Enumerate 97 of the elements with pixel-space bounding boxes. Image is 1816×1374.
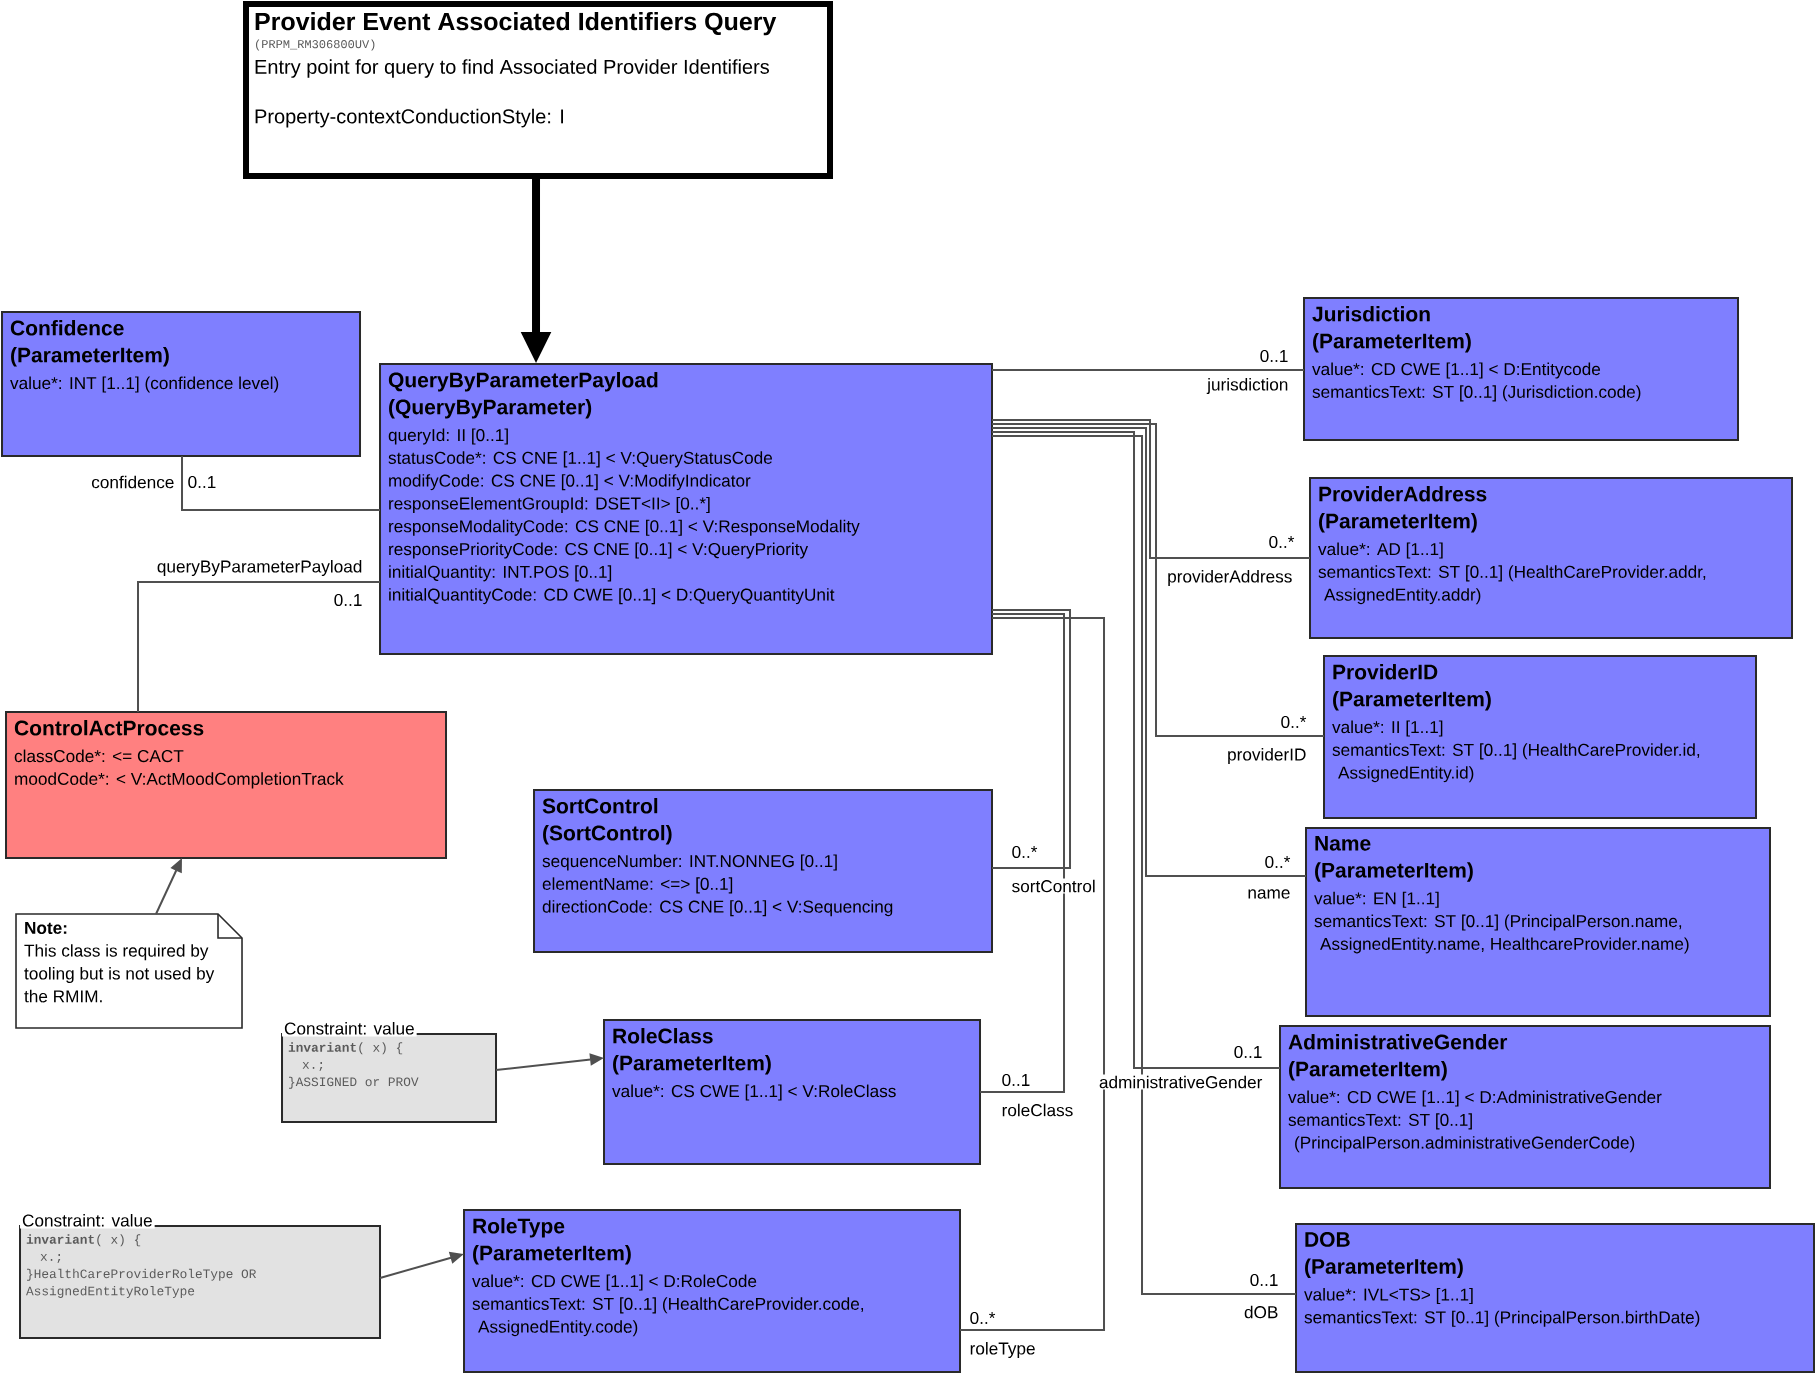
- edge-label: jurisdiction: [1205, 376, 1290, 396]
- title-text: Provider Event Associated Identifiers Query: [255, 12, 777, 36]
- attribute-text: semanticsText: ST [0..1] (HealthCareProvider.addr, AssignedEntity.addr): [1318, 565, 1706, 605]
- class-box: [1305, 827, 1771, 1017]
- association-line: [991, 431, 1281, 1069]
- association-line: [959, 617, 1105, 1331]
- constraint-box: [19, 1212, 381, 1339]
- association-line: [137, 581, 381, 713]
- edge-label: name: [1246, 888, 1292, 900]
- attribute-text: value*: CD CWE [1..1] < D:AdministrativeGender: [1288, 1090, 1662, 1107]
- class-name: Confidence (ParameterItem): [10, 320, 169, 367]
- association-line: [181, 455, 381, 511]
- attribute-text: value*: INT [1..1] (confidence level): [10, 376, 279, 393]
- attribute-text: semanticsText: ST [0..1] (Jurisdiction.code): [1312, 385, 1641, 402]
- class-box: [533, 789, 993, 953]
- attribute-text: responsePriorityCode: CS CNE [0..1] < V:QueryPriority: [389, 542, 809, 559]
- class-name: ProviderID (ParameterItem): [1333, 664, 1491, 711]
- class-name: DOB (ParameterItem): [1305, 1232, 1463, 1278]
- constraint-title: Constraint: value: [284, 1022, 414, 1035]
- attribute-text: value*: IVL<TS> [1..1]: [1304, 1288, 1473, 1305]
- multiplicity-label: 0..*: [1265, 855, 1291, 869]
- association-line: [979, 613, 1065, 1093]
- class-box: [5, 711, 447, 859]
- class-name: ControlActProcess: [14, 720, 204, 736]
- class-box: [379, 363, 993, 655]
- edge-label: sortControl: [1010, 878, 1097, 894]
- multiplicity-label: 0..*: [970, 1311, 996, 1325]
- note-text: Note:: [25, 922, 67, 934]
- multiplicity-label: 0..1: [188, 475, 216, 489]
- attribute-text: directionCode: CS CNE [0..1] < V:Sequencing: [542, 900, 893, 917]
- attribute-text: sequenceNumber: INT.NONNEG [0..1]: [542, 854, 837, 871]
- attribute-text: semanticsText: ST [0..1] (PrincipalPerson.administrativeGenderCode): [1288, 1113, 1635, 1153]
- class-name: SortControl (SortControl): [542, 798, 672, 845]
- class-name: Name (ParameterItem): [1315, 836, 1473, 882]
- association-line: [991, 423, 1325, 737]
- multiplicity-label: 0..*: [1269, 535, 1295, 549]
- attribute-text: value*: CS CWE [1..1] < V:RoleClass: [612, 1084, 896, 1101]
- association-line: [991, 609, 1071, 869]
- attribute-text: semanticsText: ST [0..1] (PrincipalPerson.birthDate): [1304, 1310, 1700, 1327]
- attribute-text: value*: AD [1..1]: [1318, 542, 1443, 559]
- attribute-text: statusCode*: CS CNE [1..1] < V:QueryStatusCode: [388, 451, 772, 468]
- multiplicity-label: 0..*: [1281, 715, 1307, 729]
- attribute-text: value*: CD CWE [1..1] < D:Entitycode: [1312, 362, 1601, 379]
- attribute-text: responseElementGroupId: DSET<II> [0..*]: [389, 496, 710, 513]
- attribute-text: semanticsText: ST [0..1] (HealthCareProvider.code, AssignedEntity.code): [472, 1297, 864, 1337]
- multiplicity-label: 0..*: [1012, 845, 1038, 859]
- class-box: [603, 1019, 981, 1165]
- constraint-box: [281, 1020, 497, 1123]
- class-box: [1279, 1025, 1771, 1189]
- multiplicity-label: 0..1: [1002, 1073, 1030, 1087]
- class-name: Jurisdiction (ParameterItem): [1312, 306, 1471, 353]
- title-box: [243, 1, 833, 179]
- attribute-text: value*: II [1..1]: [1332, 720, 1443, 737]
- class-name: RoleClass (ParameterItem): [613, 1028, 771, 1075]
- edge-label: confidence: [90, 474, 176, 490]
- edge-label: administrativeGender: [1097, 1074, 1264, 1090]
- class-box: [1323, 655, 1757, 819]
- attribute-text: queryId: II [0..1]: [388, 428, 508, 445]
- class-box: [1309, 477, 1793, 639]
- class-name: RoleType (ParameterItem): [473, 1218, 631, 1265]
- edge-label: providerID: [1225, 746, 1308, 766]
- class-box: [463, 1209, 961, 1373]
- multiplicity-label: 0..1: [1234, 1045, 1262, 1059]
- attribute-text: modifyCode: CS CNE [0..1] < V:ModifyIndicator: [389, 474, 751, 491]
- edge-label: dOB: [1242, 1304, 1280, 1320]
- edge-label: queryByParameterPayload: [155, 558, 364, 578]
- association-line: [991, 435, 1297, 1295]
- attribute-text: initialQuantityCode: CD CWE [0..1] < D:QueryQuantityUnit: [389, 588, 835, 605]
- attribute-text: value*: CD CWE [1..1] < D:RoleCode: [472, 1274, 757, 1291]
- class-name: QueryByParameterPayload (QueryByParameter): [388, 372, 658, 419]
- edge-label: roleType: [968, 1340, 1037, 1360]
- association-line: [991, 419, 1311, 559]
- class-name: ProviderAddress (ParameterItem): [1319, 486, 1487, 533]
- multiplicity-label: 0..1: [1250, 1273, 1278, 1287]
- attribute-text: initialQuantity: INT.POS [0..1]: [389, 565, 612, 582]
- attribute-text: responseModalityCode: CS CNE [0..1] < V:ResponseModality: [389, 519, 860, 536]
- class-box: [1295, 1223, 1815, 1373]
- attribute-text: elementName: <=> [0..1]: [542, 877, 733, 894]
- edge-label: roleClass: [1000, 1102, 1075, 1118]
- attribute-text: semanticsText: ST [0..1] (PrincipalPerson.name, AssignedEntity.name, HealthcareProvider.name): [1314, 914, 1689, 954]
- class-box: [1303, 297, 1739, 441]
- note-box: [15, 913, 243, 1029]
- description-text: Entry point for query to find Associated Provider Identifiers: [255, 59, 770, 78]
- class-box: [1, 311, 361, 457]
- multiplicity-label: 0..1: [334, 593, 362, 607]
- attribute-text: value*: EN [1..1]: [1314, 891, 1439, 908]
- attribute-text: semanticsText: ST [0..1] (HealthCareProvider.id, AssignedEntity.id): [1332, 743, 1700, 783]
- property-text: Property-contextConductionStyle: I: [255, 108, 563, 128]
- edge-label: providerAddress: [1165, 568, 1294, 588]
- constraint-title: Constraint: value: [22, 1214, 152, 1227]
- association-line: [991, 369, 1305, 371]
- attribute-text: classCode*: <= CACT: [14, 749, 184, 763]
- association-line: [991, 427, 1307, 877]
- note-text: This class is required by tooling but is not used by the RMIM.: [24, 944, 215, 1003]
- class-name: AdministrativeGender (ParameterItem): [1288, 1034, 1508, 1081]
- attribute-text: moodCode*: < V:ActMoodCompletionTrack: [15, 772, 344, 789]
- multiplicity-label: 0..1: [1260, 349, 1288, 363]
